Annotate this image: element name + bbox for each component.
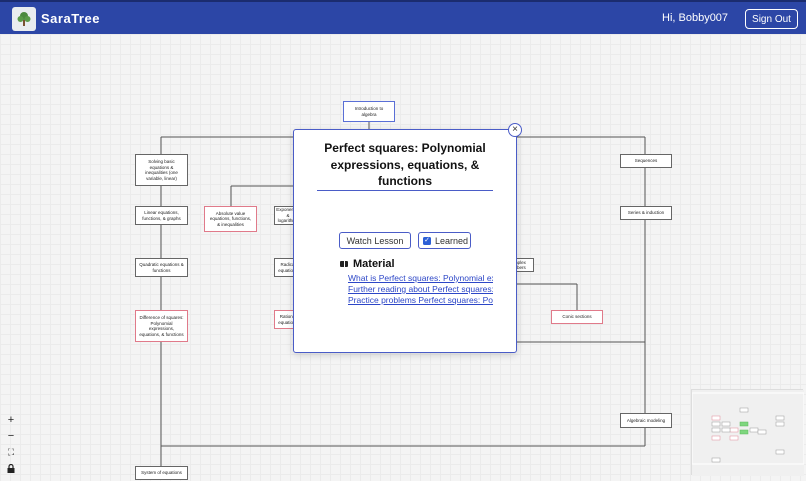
- learned-toggle[interactable]: ✓ Learned: [418, 232, 471, 249]
- canvas-controls: + − ⛶: [4, 413, 18, 477]
- material-links: What is Perfect squares: Polynomial expr…: [348, 273, 493, 306]
- tree-node-conic[interactable]: Conic sections: [551, 310, 603, 324]
- tree-logo-icon[interactable]: [12, 7, 36, 31]
- brand-name[interactable]: SaraTree: [41, 11, 100, 26]
- watch-lesson-button[interactable]: Watch Lesson: [339, 232, 411, 249]
- minimap-viewport: [691, 390, 805, 476]
- zoom-out-button[interactable]: −: [7, 430, 15, 442]
- close-icon[interactable]: ×: [508, 123, 522, 137]
- sign-out-button[interactable]: Sign Out: [745, 9, 798, 29]
- tree-node-solving-basic[interactable]: Solving basic equations & inequalities (…: [135, 154, 188, 186]
- material-link-what-is[interactable]: What is Perfect squares: Polynomial expr…: [348, 273, 493, 283]
- material-heading: Material: [340, 258, 395, 270]
- tree-node-sequences[interactable]: Sequences: [620, 154, 672, 168]
- tree-node-series[interactable]: Series & induction: [620, 206, 672, 220]
- modal-title: Perfect squares: Polynomial expressions,…: [324, 141, 486, 188]
- checkbox-icon[interactable]: ✓: [423, 236, 431, 245]
- lock-icon: [7, 463, 15, 473]
- minimap-nodes: [691, 392, 805, 465]
- tree-node-difference-squares[interactable]: Difference of squares: Polynomial expres…: [135, 310, 188, 342]
- material-heading-label: Material: [353, 258, 395, 270]
- tree-node-intro[interactable]: Introduction to algebra: [343, 101, 395, 122]
- zoom-in-button[interactable]: +: [7, 414, 15, 426]
- fit-view-button[interactable]: ⛶: [7, 446, 15, 457]
- tree-node-quadratic[interactable]: Quadratic equations & functions: [135, 258, 188, 277]
- top-navbar: SaraTree Hi, Bobby007 Sign Out: [0, 0, 806, 34]
- book-icon: [340, 261, 348, 267]
- material-link-practice[interactable]: Practice problems Perfect squares: Polyn…: [348, 295, 493, 305]
- tree-node-system-equations[interactable]: System of equations: [135, 466, 188, 480]
- modal-divider: [317, 190, 493, 191]
- tree-node-algebraic-modeling[interactable]: Algebraic modeling: [620, 413, 672, 428]
- minimap[interactable]: [691, 389, 805, 476]
- learned-label: Learned: [435, 235, 469, 246]
- tree-node-absolute[interactable]: Absolute value equations, functions, & i…: [204, 206, 257, 232]
- tree-node-linear[interactable]: Linear equations, functions, & graphs: [135, 206, 188, 225]
- lock-button[interactable]: [4, 461, 18, 475]
- user-greeting: Hi, Bobby007: [662, 12, 729, 24]
- material-link-further-reading[interactable]: Further reading about Perfect squares: P…: [348, 284, 493, 294]
